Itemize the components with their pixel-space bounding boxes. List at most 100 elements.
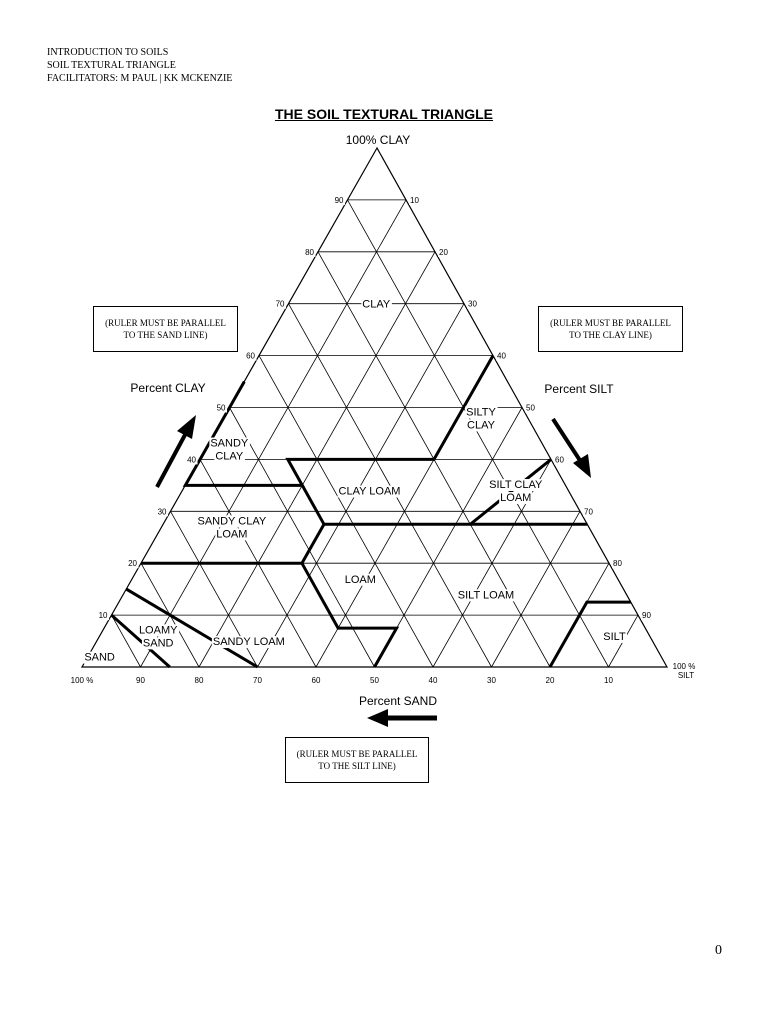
class-boundary-line: [300, 458, 552, 526]
loamy-sand-label: LOAMY: [139, 624, 178, 636]
percent-clay-title: Percent CLAY: [130, 381, 205, 395]
clay-loam-label: CLAY LOAM: [339, 486, 401, 498]
silt-tick-90: 90: [642, 611, 651, 620]
sand-tick-90: 90: [136, 676, 145, 685]
sand-grid-line: [229, 407, 375, 668]
silt-tick-70-bg: [583, 507, 595, 517]
loamy-sand-label-bg: [137, 624, 180, 637]
arrow-left-icon: [367, 709, 437, 727]
silt-tick-10-bg: [409, 195, 421, 205]
sand-label: SAND: [84, 652, 115, 664]
note-sand-line-text: (RULER MUST BE PARALLEL TO THE SAND LINE…: [105, 318, 226, 340]
loamy-sand-label-bg: [141, 637, 175, 650]
silt-grid-line: [491, 511, 581, 668]
sand-grid-line: [347, 199, 609, 668]
clay-tick-70-bg: [274, 299, 287, 309]
silt-tick-70: 70: [584, 507, 593, 516]
sandy-loam-label-bg: [211, 636, 286, 649]
clay-label: CLAY: [362, 299, 391, 311]
sandy-clay-label-bg: [214, 450, 245, 463]
silt-corner-label-2: SILT: [678, 671, 694, 680]
clay-tick-70: 70: [276, 300, 285, 309]
clay-tick-20: 20: [128, 559, 137, 568]
silt-tick-90-bg: [641, 611, 653, 621]
silty-clay-label-bg: [465, 406, 498, 419]
percent-silt-title: Percent SILT: [544, 382, 614, 396]
class-boundary-line: [548, 600, 631, 668]
class-boundary-line: [182, 354, 495, 487]
clay-tick-80: 80: [305, 248, 314, 257]
texture-class-boundaries: [110, 354, 631, 669]
sand-tick-70: 70: [253, 676, 262, 685]
silt-corner-label-1: 100 %: [673, 662, 696, 671]
silt-tick-20: 20: [439, 248, 448, 257]
sand-corner-label: 100 %: [71, 676, 94, 685]
clay-tick-60-bg: [245, 351, 257, 361]
arrow-down-icon: [551, 417, 591, 478]
silt-label: SILT: [603, 631, 626, 643]
sand-grid-line: [111, 614, 141, 668]
sandy-loam-label: SANDY LOAM: [213, 636, 285, 648]
clay-loam-label-bg: [337, 485, 402, 498]
silt-tick-60-bg: [554, 455, 566, 465]
clay-tick-30: 30: [158, 507, 167, 516]
silt-loam-label: SILT LOAM: [458, 589, 514, 601]
clay-tick-50: 50: [217, 404, 226, 413]
silty-clay-label-bg: [466, 419, 497, 432]
clay-tick-40-bg: [186, 455, 198, 465]
silt-tick-50: 50: [526, 404, 535, 413]
clay-label-bg: [361, 298, 392, 311]
sand-tick-30: 30: [487, 676, 496, 685]
arrow-up-icon: [155, 415, 196, 488]
sand-tick-80-bg: [193, 676, 205, 685]
sandy-clay-loam-label: LOAM: [216, 528, 247, 540]
silt-clay-loam-label: SILT CLAY: [489, 479, 543, 491]
triangle-grid: [80, 146, 669, 668]
note-sand-line: (RULER MUST BE PARALLEL TO THE SAND LINE…: [93, 306, 238, 352]
sand-tick-20-bg: [544, 676, 556, 685]
silt-tick-80: 80: [613, 559, 622, 568]
sand-tick-40-bg: [427, 676, 439, 685]
silty-clay-label: SILTY: [466, 406, 496, 418]
sand-tick-20: 20: [546, 676, 555, 685]
clay-tick-40: 40: [187, 455, 196, 464]
sand-tick-50-bg: [369, 676, 381, 685]
sand-tick-10: 10: [604, 676, 613, 685]
loam-label-bg: [343, 573, 377, 586]
clay-tick-90-bg: [333, 195, 346, 205]
silt-loam-label-bg: [456, 589, 516, 602]
note-silt-line: (RULER MUST BE PARALLEL TO THE SILT LINE…: [285, 737, 429, 783]
sandy-clay-label: CLAY: [215, 451, 244, 463]
loam-label: LOAM: [345, 574, 376, 586]
sand-tick-30-bg: [486, 676, 498, 685]
silt-tick-50-bg: [525, 403, 537, 413]
silt-grid-line: [374, 407, 523, 668]
sand-tick-90-bg: [135, 676, 147, 685]
clay-tick-80-bg: [304, 247, 316, 257]
silt-clay-loam-label: LOAM: [500, 492, 531, 504]
sandy-clay-loam-label: SANDY CLAY: [198, 515, 267, 527]
clay-tick-20-bg: [127, 559, 139, 569]
sand-tick-70-bg: [252, 676, 264, 685]
sandy-clay-loam-label-bg: [215, 528, 249, 541]
class-boundary-line: [110, 613, 171, 669]
silt-tick-30: 30: [468, 300, 477, 309]
sand-tick-60-bg: [310, 676, 322, 685]
clay-apex-label: 100% CLAY: [346, 133, 410, 147]
sand-tick-50: 50: [370, 676, 379, 685]
sand-tick-40: 40: [429, 676, 438, 685]
loamy-sand-label: SAND: [143, 637, 174, 649]
silt-tick-60: 60: [555, 455, 564, 464]
silt-clay-loam-label-bg: [499, 492, 533, 505]
note-clay-line-text: (RULER MUST BE PARALLEL TO THE CLAY LINE…: [550, 318, 671, 340]
silt-grid-line: [140, 199, 407, 668]
percent-sand-title: Percent SAND: [359, 694, 437, 708]
page-number: 0: [715, 943, 722, 958]
document-header: INTRODUCTION TO SOILS SOIL TEXTURAL TRIA…: [47, 46, 232, 85]
sand-tick-80: 80: [195, 676, 204, 685]
clay-tick-30-bg: [156, 507, 169, 517]
sandy-clay-label-bg: [209, 437, 250, 450]
clay-tick-50-bg: [215, 403, 228, 413]
